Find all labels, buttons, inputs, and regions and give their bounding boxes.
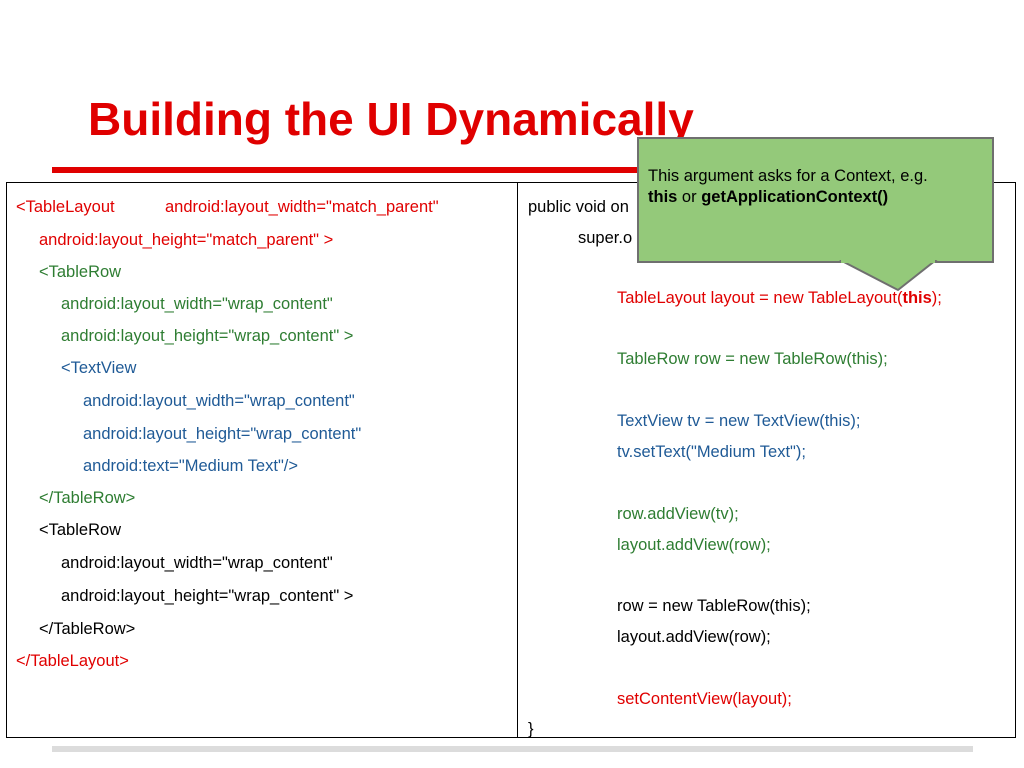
- java-line-8: layout.addView(row);: [617, 536, 771, 554]
- callout-text-main: This argument asks for a Context, e.g.: [648, 167, 928, 185]
- slide-title: Building the UI Dynamically: [88, 93, 694, 145]
- xml-line-4: android:layout_width="wrap_content": [61, 295, 333, 313]
- java-line-3: TableLayout layout = new TableLayout(thi…: [617, 288, 942, 308]
- xml-line-6: <TextView: [61, 359, 137, 377]
- java-line-4: TableRow row = new TableRow(this);: [617, 350, 888, 368]
- java-line-3b: this: [902, 289, 932, 307]
- xml-line-8: android:layout_height="wrap_content": [83, 425, 362, 443]
- callout-keyword-this: this: [648, 188, 678, 206]
- column-divider: [517, 182, 518, 738]
- java-line-7: row.addView(tv);: [617, 505, 739, 523]
- callout-keyword-context: getApplicationContext(): [701, 188, 889, 206]
- xml-line-2: android:layout_height="match_parent" >: [39, 231, 334, 249]
- xml-line-15: </TableLayout>: [16, 652, 129, 670]
- callout-text: This argument asks for a Context, e.g. t…: [648, 166, 978, 208]
- java-line-6: tv.setText("Medium Text");: [617, 443, 806, 461]
- title-underline: [52, 167, 702, 173]
- java-line-11: setContentView(layout);: [617, 690, 792, 708]
- xml-line-9: android:text="Medium Text"/>: [83, 457, 299, 475]
- xml-line-1a: <TableLayout: [16, 198, 115, 216]
- xml-line-3: <TableRow: [39, 263, 122, 281]
- xml-line-10: </TableRow>: [39, 489, 136, 507]
- footer-rule: [52, 746, 973, 752]
- code-table: [6, 182, 1016, 738]
- xml-line-14: </TableRow>: [39, 620, 136, 638]
- java-line-10: layout.addView(row);: [617, 628, 771, 646]
- xml-line-5: android:layout_height="wrap_content" >: [61, 327, 354, 345]
- java-line-9: row = new TableRow(this);: [617, 597, 811, 615]
- xml-line-11: <TableRow: [39, 521, 122, 539]
- callout-box: [637, 137, 994, 263]
- java-line-5: TextView tv = new TextView(this);: [617, 412, 861, 430]
- java-line-3c: );: [931, 289, 942, 307]
- callout-pointer: [839, 260, 938, 292]
- xml-line-12: android:layout_width="wrap_content": [61, 554, 333, 572]
- java-line-12: }: [528, 720, 534, 738]
- xml-line-7: android:layout_width="wrap_content": [83, 392, 355, 410]
- java-line-3a: TableLayout layout = new TableLayout(: [617, 289, 903, 307]
- xml-line-1b: android:layout_width="match_parent": [165, 198, 439, 216]
- callout-or: or: [677, 188, 702, 206]
- java-line-1: public void on: [528, 198, 629, 216]
- xml-line-13: android:layout_height="wrap_content" >: [61, 587, 354, 605]
- java-line-2: super.o: [578, 229, 633, 247]
